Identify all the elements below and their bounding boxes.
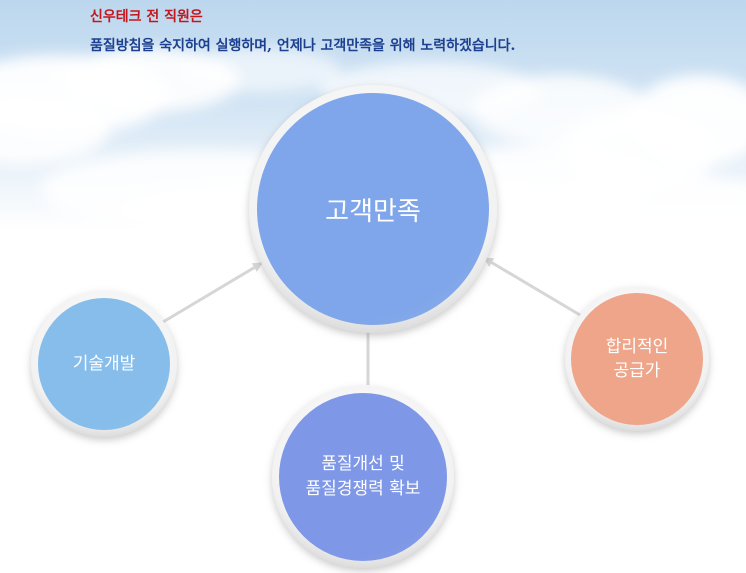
node-label-customer-satisfaction: 고객만족 xyxy=(325,196,421,227)
arrow-left-to-center xyxy=(162,261,263,324)
node-label-quality-improvement: 품질개선 및 품질경쟁력 확보 xyxy=(305,454,421,499)
node-technology-development: 기술개발 xyxy=(38,298,170,430)
headline-line-1: 신우테크 전 직원은 xyxy=(90,9,203,25)
node-label-technology-development: 기술개발 xyxy=(72,354,136,374)
node-label-reasonable-price: 합리적인 공급가 xyxy=(605,337,669,381)
node-reasonable-price: 합리적인 공급가 xyxy=(571,293,703,425)
headline-line-2: 품질방침을 숙지하여 실행하며, 언제나 고객만족을 위해 노력하겠습니다. xyxy=(90,38,516,54)
node-quality-improvement: 품질개선 및 품질경쟁력 확보 xyxy=(279,393,447,561)
node-customer-satisfaction: 고객만족 xyxy=(257,93,489,325)
arrow-right-to-center xyxy=(483,256,581,317)
